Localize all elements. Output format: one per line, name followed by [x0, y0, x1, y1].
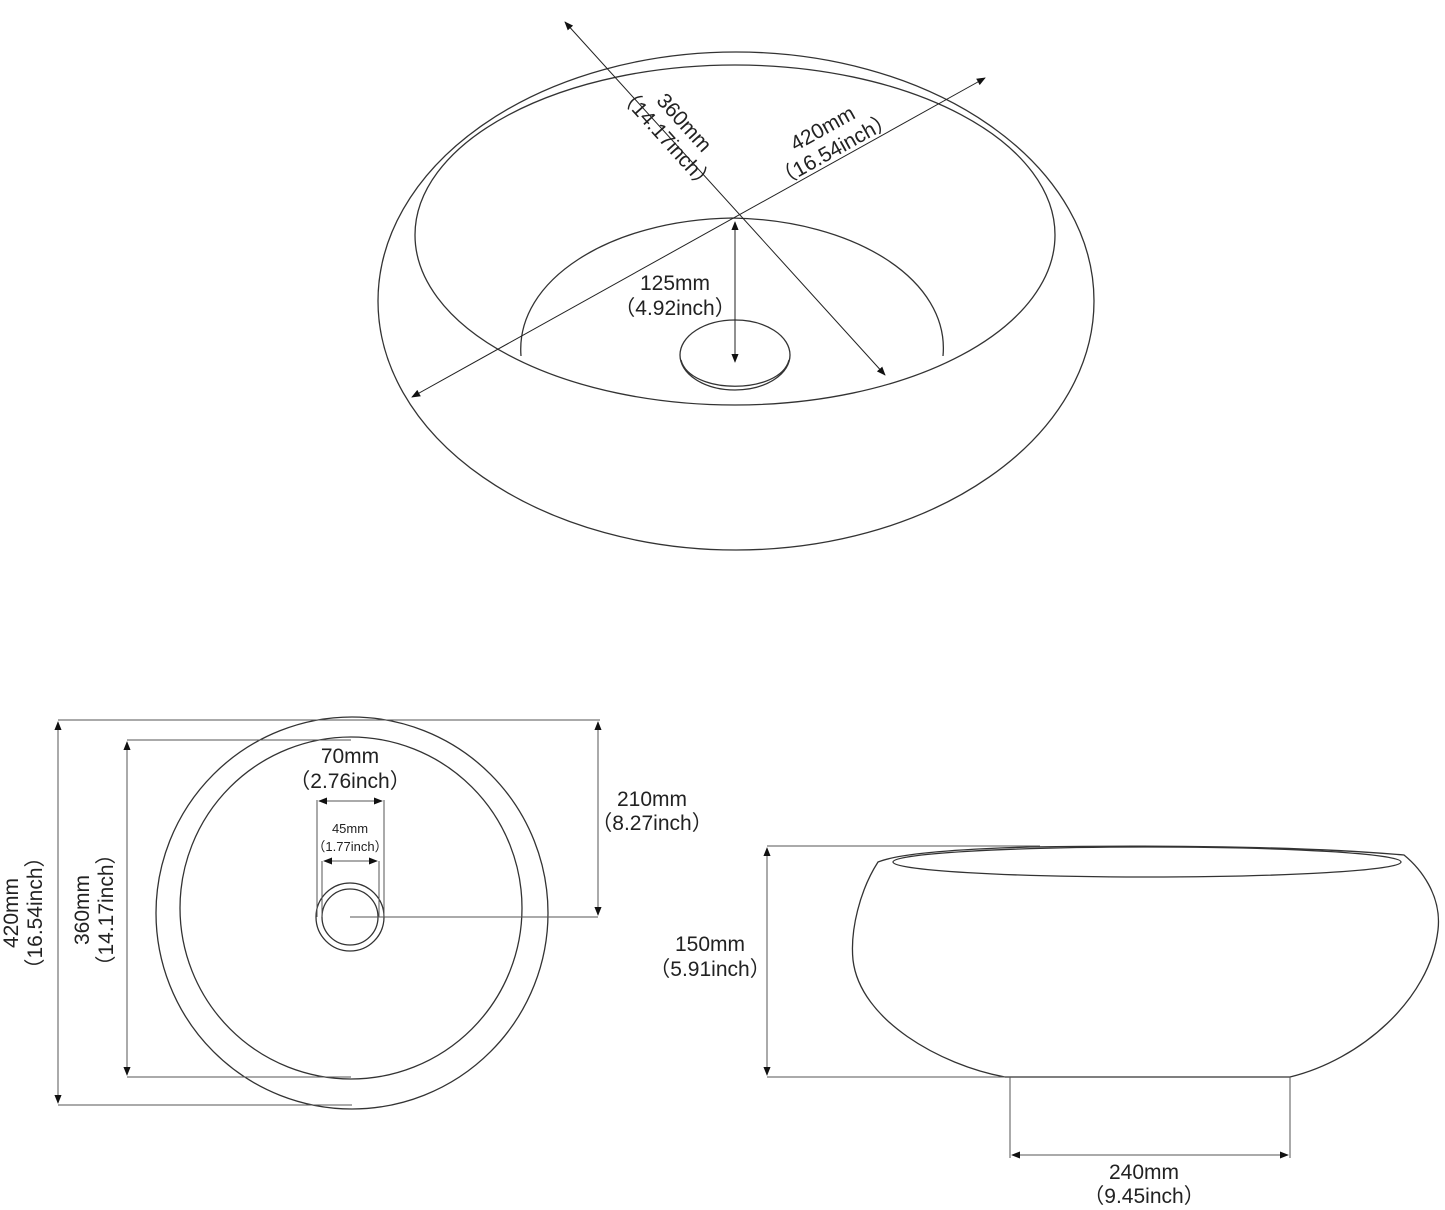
- drain-body: [680, 359, 790, 387]
- inner-circle: [179, 736, 523, 1080]
- bowl-rim-ellipse: [892, 846, 1402, 878]
- rim-diameter-arrow: [564, 21, 886, 376]
- height-inch: （5.91inch）: [649, 958, 770, 981]
- top-view: 360mm （14.17inch） 420mm （16.54inch） 125m…: [377, 21, 1095, 551]
- outer-diameter-inch: （16.54inch）: [24, 846, 47, 979]
- bowl-outline: [851, 845, 1440, 1078]
- drain-offset-inch: （8.27inch）: [591, 812, 712, 835]
- basin-bottom-curve: [520, 217, 944, 357]
- outer-circle: [155, 716, 549, 1110]
- drain-inner-inch: （1.77inch）: [312, 839, 387, 854]
- outer-diameter-arrow: [411, 77, 986, 398]
- drain-offset-mm: 210mm: [617, 788, 687, 811]
- base-width-inch: （9.45inch）: [1083, 1185, 1204, 1208]
- outer-diameter-mm: 420mm: [0, 878, 23, 948]
- base-width-mm: 240mm: [1109, 1161, 1179, 1184]
- drain-outer-inch: （2.76inch）: [289, 770, 410, 793]
- drain-outer-mm: 70mm: [321, 745, 379, 768]
- depth-mm: 125mm: [640, 272, 710, 295]
- depth-inch: （4.92inch）: [614, 297, 735, 320]
- height-mm: 150mm: [675, 933, 745, 956]
- inner-diameter-inch: （14.17inch）: [95, 843, 118, 976]
- outer-rim-ellipse: [377, 51, 1095, 551]
- side-view: 150mm （5.91inch） 240mm （9.45inch）: [649, 845, 1440, 1208]
- plan-view: 420mm （16.54inch） 360mm （14.17inch） 210m…: [0, 716, 713, 1110]
- inner-diameter-mm: 360mm: [71, 875, 94, 945]
- drain-inner-mm: 45mm: [332, 821, 368, 836]
